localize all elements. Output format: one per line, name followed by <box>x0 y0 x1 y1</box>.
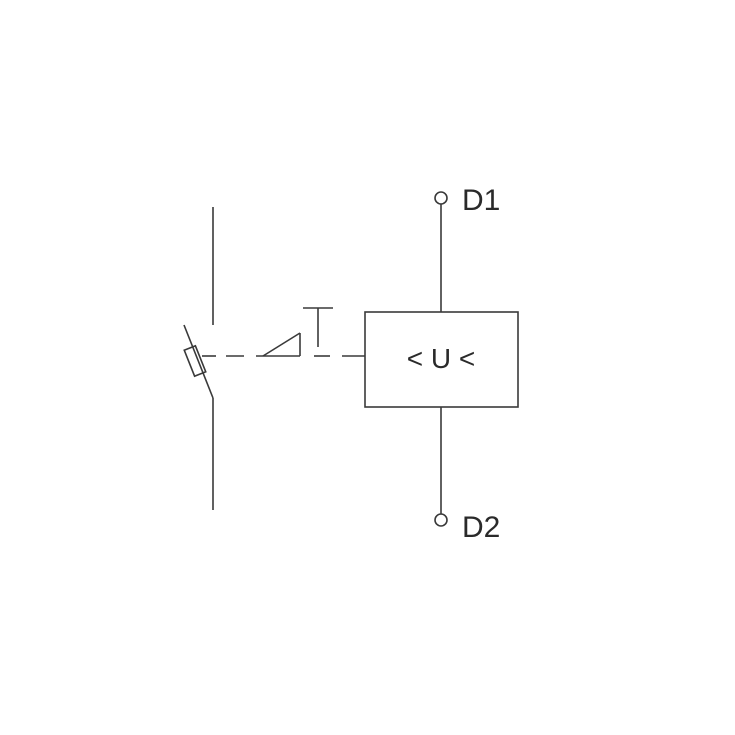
undervoltage-relay: < U < <box>364 311 519 408</box>
terminal-d2-circle <box>434 513 448 527</box>
terminal-d2: D2 <box>434 407 500 544</box>
terminal-d1: D1 <box>434 184 500 312</box>
contact-blade <box>183 324 214 399</box>
delay-symbol <box>262 307 333 357</box>
terminal-d1-circle <box>434 191 448 205</box>
delay-ramp <box>262 332 301 357</box>
breaker-contact <box>183 207 214 510</box>
relay-box-text: < U < <box>407 343 475 374</box>
contact-latch <box>183 344 207 378</box>
terminal-d1-label: D1 <box>462 184 500 217</box>
terminal-d2-label: D2 <box>462 511 500 544</box>
